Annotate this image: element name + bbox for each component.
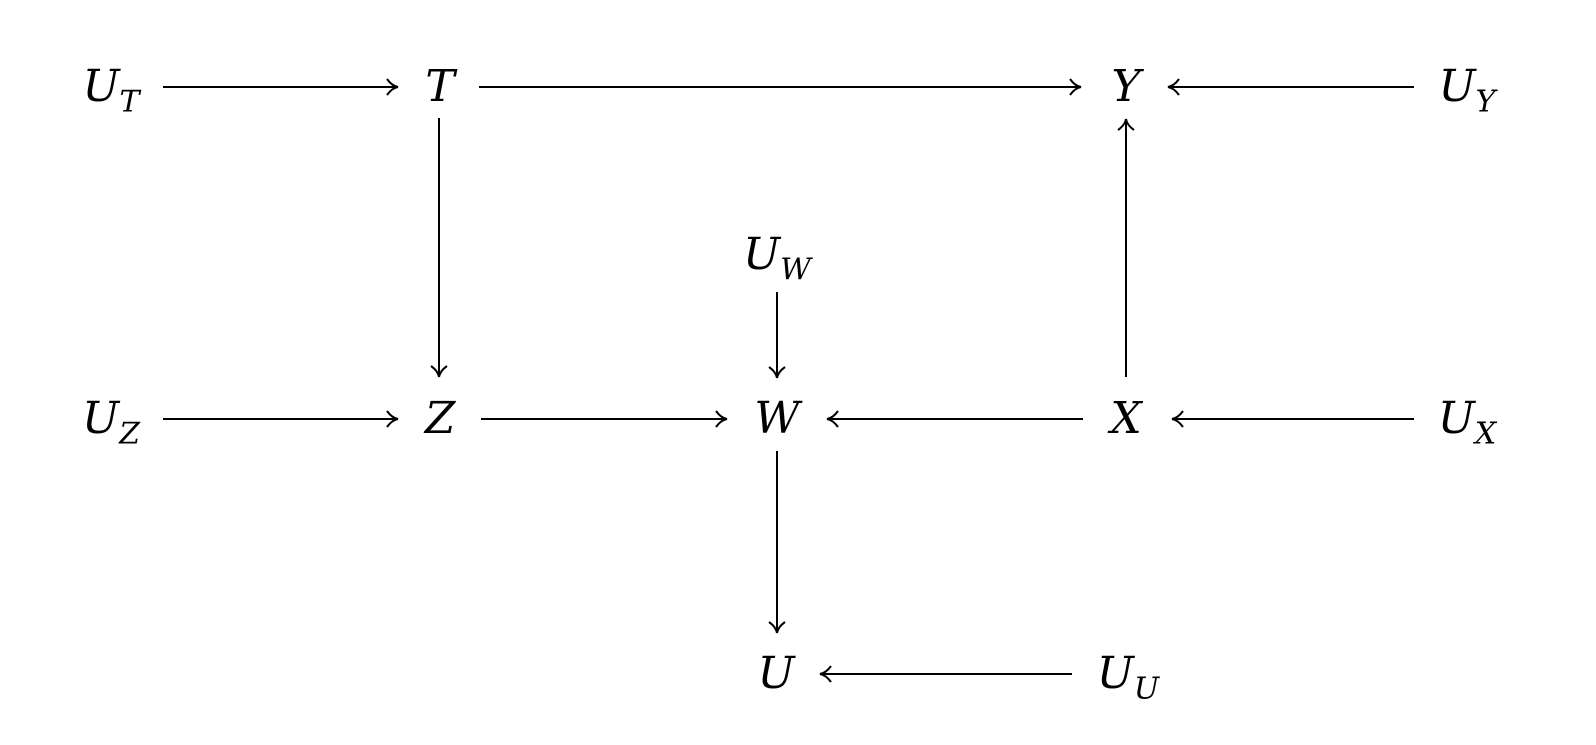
node-ux-base: U xyxy=(1437,393,1475,444)
node-uy-base: U xyxy=(1438,61,1476,112)
node-x: X xyxy=(1110,397,1141,441)
node-ut: UT xyxy=(82,65,139,118)
node-uy-sub: Y xyxy=(1475,84,1496,120)
node-uw: UW xyxy=(743,233,811,286)
node-u: U xyxy=(757,652,794,696)
node-uu-base: U xyxy=(1096,648,1134,699)
node-uz-base: U xyxy=(82,393,120,444)
node-z-base: Z xyxy=(424,393,456,444)
node-uu: UU xyxy=(1097,652,1159,705)
node-uz: UZ xyxy=(82,397,140,450)
node-w: W xyxy=(754,397,799,441)
node-uw-sub: W xyxy=(780,252,811,288)
node-ux-sub: X xyxy=(1474,416,1497,452)
node-t-base: T xyxy=(425,61,455,112)
node-ut-sub: T xyxy=(119,84,140,120)
node-y: Y xyxy=(1111,65,1140,109)
node-uz-sub: Z xyxy=(119,416,140,452)
node-z: Z xyxy=(425,397,456,441)
node-t: T xyxy=(425,65,454,109)
node-y-base: Y xyxy=(1111,61,1141,112)
node-uw-base: U xyxy=(743,229,781,280)
node-uu-sub: U xyxy=(1133,671,1160,707)
node-ut-base: U xyxy=(82,61,120,112)
node-u-base: U xyxy=(757,648,795,699)
node-ux: UX xyxy=(1438,397,1496,450)
node-w-base: W xyxy=(754,393,800,444)
node-x-base: X xyxy=(1110,393,1142,444)
node-uy: UY xyxy=(1439,65,1496,118)
